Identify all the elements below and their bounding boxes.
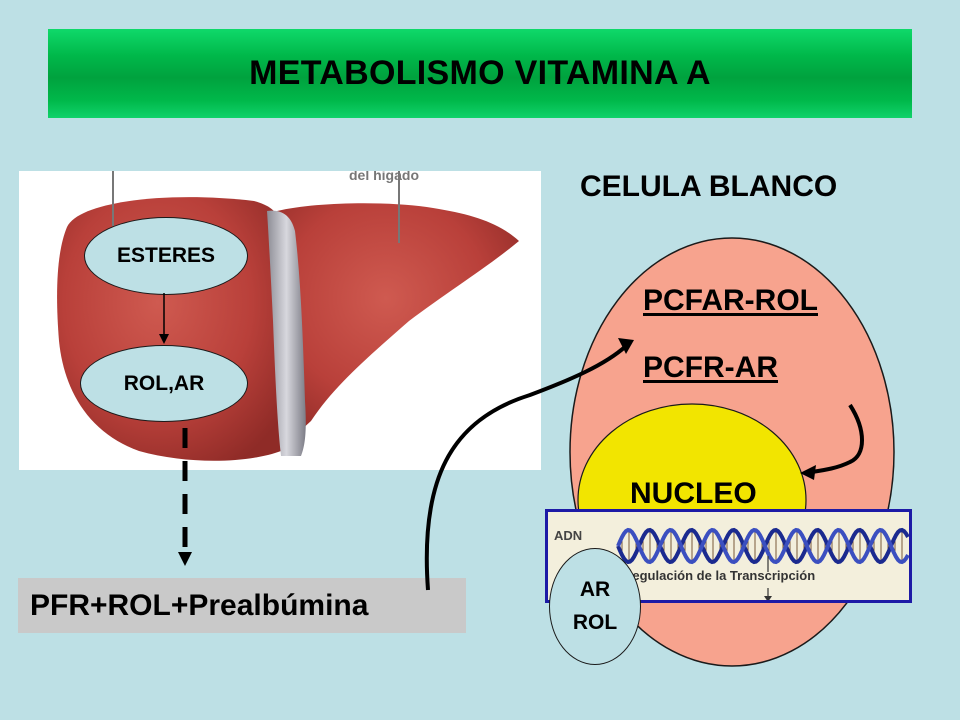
dna-strand	[616, 527, 909, 565]
transport-complex-label: PFR+ROL+Prealbúmina	[30, 588, 369, 622]
rol-ar-label: ROL,AR	[123, 371, 205, 395]
pcfr-ar-label: PCFR-AR	[643, 351, 778, 384]
slide-title: METABOLISMO VITAMINA A	[249, 54, 711, 92]
pcfar-rol-label: PCFAR-ROL	[643, 284, 818, 317]
title-bar: METABOLISMO VITAMINA A	[48, 29, 912, 118]
dna-helix-drawing	[616, 527, 909, 600]
falciform-ligament	[267, 210, 306, 456]
esteres-bubble: ESTERES	[84, 217, 248, 295]
transcription-arrowhead	[764, 596, 772, 600]
dna-strand	[616, 527, 909, 565]
ar-rol-bubble: AR ROL	[549, 548, 641, 665]
rol-label: ROL	[572, 610, 618, 634]
rol-ar-bubble: ROL,AR	[80, 345, 248, 422]
target-cell-label: CELULA BLANCO	[580, 170, 838, 203]
adn-label: ADN	[554, 528, 583, 543]
liver-left-lobe	[277, 203, 519, 441]
nucleus-label: NUCLEO	[630, 477, 757, 510]
liver-caption-fragment: del higado	[349, 171, 419, 183]
dna-helix	[616, 527, 909, 565]
transport-complex-box: PFR+ROL+Prealbúmina	[18, 578, 466, 633]
transcription-regulation-label: Regulación de la Transcripción	[623, 568, 816, 583]
ar-label: AR	[579, 577, 611, 601]
esteres-label: ESTERES	[116, 244, 216, 267]
